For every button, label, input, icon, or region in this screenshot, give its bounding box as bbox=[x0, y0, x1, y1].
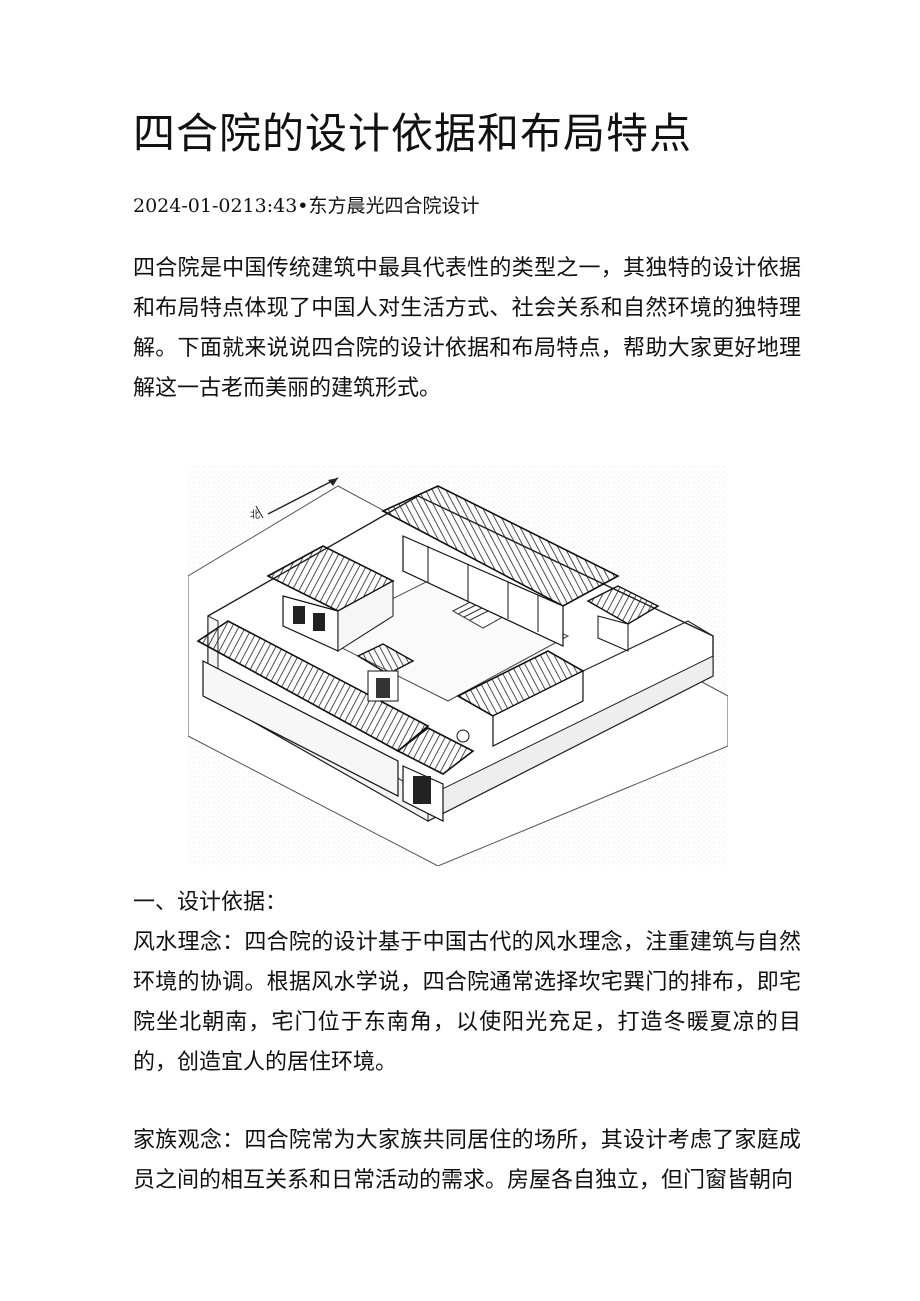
intro-paragraph: 四合院是中国传统建筑中最具代表性的类型之一，其独特的设计依据和布局特点体现了中国… bbox=[133, 256, 801, 401]
siheyuan-illustration: 北 bbox=[187, 466, 729, 867]
section-heading-design-basis: 一、设计依据： bbox=[133, 890, 288, 915]
article-meta: 2024-01-0213:43•东方晨光四合院设计 bbox=[133, 195, 480, 217]
compass-north-label: 北 bbox=[250, 509, 260, 521]
fengshui-paragraph: 风水理念：四合院的设计基于中国古代的风水理念，注重建筑与自然环境的协调。根据风水… bbox=[133, 930, 801, 1075]
article-title: 四合院的设计依据和布局特点 bbox=[133, 109, 693, 158]
family-concept-paragraph: 家族观念：四合院常为大家族共同居住的场所，其设计考虑了家庭成员之间的相互关系和日… bbox=[133, 1128, 801, 1193]
courtyard-drawing-icon: 北 bbox=[187, 466, 729, 867]
